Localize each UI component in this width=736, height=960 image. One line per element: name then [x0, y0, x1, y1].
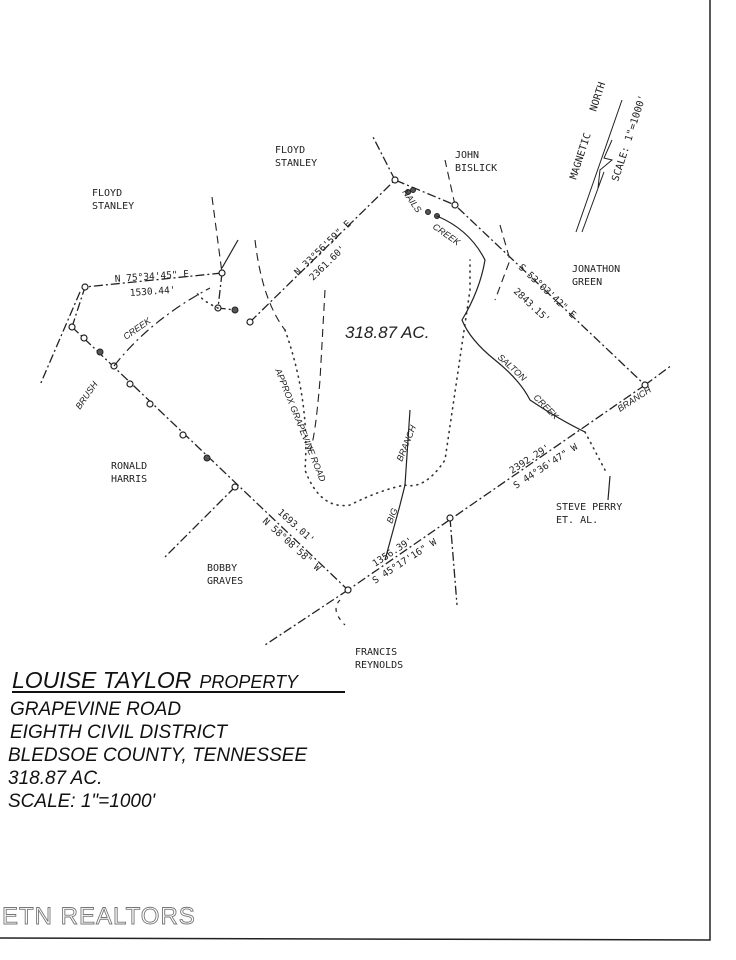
svg-text:ET. AL.: ET. AL.	[556, 515, 598, 526]
svg-text:STANLEY: STANLEY	[275, 158, 317, 169]
adjoiner-john-bislick: JOHN BISLICK	[455, 150, 497, 174]
owner-name: LOUISE TAYLOR	[12, 667, 191, 693]
call-east: S 53°03'42" E 2843.15'	[511, 262, 578, 325]
road-line: GRAPEVINE ROAD	[10, 699, 181, 720]
svg-text:GRAVES: GRAVES	[207, 576, 243, 587]
svg-text:FLOYD: FLOYD	[275, 145, 305, 156]
svg-text:BISLICK: BISLICK	[455, 163, 497, 174]
adjoiner-floyd-stanley-north: FLOYD STANLEY	[275, 145, 317, 169]
adjoiner-floyd-stanley-west: FLOYD STANLEY	[92, 188, 134, 212]
svg-text:N 75°34'45" E: N 75°34'45" E	[114, 269, 189, 285]
svg-text:STEVE PERRY: STEVE PERRY	[556, 502, 622, 513]
acreage-label: 318.87 AC.	[345, 323, 429, 342]
branch-label-east: BRANCH	[616, 384, 654, 413]
svg-text:FRANCIS: FRANCIS	[355, 647, 397, 658]
svg-text:JONATHON: JONATHON	[572, 264, 620, 275]
creek-label: CREEK	[121, 315, 153, 342]
creek-label-north: CREEK	[431, 221, 463, 248]
svg-text:STANLEY: STANLEY	[92, 201, 134, 212]
magnetic-label: MAGNETIC	[568, 132, 593, 181]
svg-text:1530.44': 1530.44'	[129, 285, 175, 299]
big-label: BIG	[385, 507, 400, 525]
adjoiner-ronald-harris: RONALD HARRIS	[111, 461, 147, 485]
svg-text:FLOYD: FLOYD	[92, 188, 122, 199]
property-word: PROPERTY	[199, 672, 300, 692]
adjoiner-steve-perry: STEVE PERRY ET. AL.	[556, 502, 622, 526]
call-south-east: 2392.29' S 44°36'47" W	[508, 442, 581, 492]
call-north-west: N 75°34'45" E 1530.44'	[114, 269, 189, 299]
svg-text:HARRIS: HARRIS	[111, 474, 147, 485]
adjoiner-jonathon-green: JONATHON GREEN	[572, 264, 620, 288]
scale-line: SCALE: 1"=1000'	[8, 791, 157, 812]
svg-text:JOHN: JOHN	[455, 150, 479, 161]
svg-text:REYNOLDS: REYNOLDS	[355, 660, 403, 671]
call-west: N 58°08'58" W 1693.01'	[260, 507, 323, 574]
svg-text:GREEN: GREEN	[572, 277, 602, 288]
creeks-and-road	[113, 215, 611, 626]
call-south-west: 1356.39' S 45°17'16" W	[371, 535, 440, 586]
adjoiner-lines	[211, 159, 511, 301]
creek-label-east: CREEK	[532, 392, 562, 422]
watermark-logo: ETN REALTORS	[2, 903, 196, 930]
acreage-line: 318.87 AC.	[8, 768, 102, 789]
salton-label: SALTON	[496, 352, 529, 383]
page-border	[0, 0, 711, 941]
district-line: EIGHTH CIVIL DISTRICT	[10, 722, 229, 743]
property-boundary	[39, 134, 673, 646]
north-label: NORTH	[588, 81, 608, 113]
title-block: LOUISE TAYLOR PROPERTY GRAPEVINE ROAD EI…	[8, 667, 345, 812]
north-arrow-scale: SCALE: 1"=1000'	[610, 94, 648, 183]
brush-label: BRUSH	[73, 379, 100, 411]
svg-text:RONALD: RONALD	[111, 461, 147, 472]
north-arrow-icon	[575, 99, 623, 233]
county-line: BLEDSOE COUNTY, TENNESSEE	[8, 745, 307, 766]
svg-text:BOBBY: BOBBY	[207, 563, 237, 574]
call-north: N 33°56'59" E 2361.60'	[292, 218, 353, 283]
adjoiner-francis-reynolds: FRANCIS REYNOLDS	[355, 647, 403, 671]
nails-label: NAILS	[400, 187, 423, 214]
adjoiner-bobby-graves: BOBBY GRAVES	[207, 563, 243, 587]
survey-points	[68, 176, 649, 594]
